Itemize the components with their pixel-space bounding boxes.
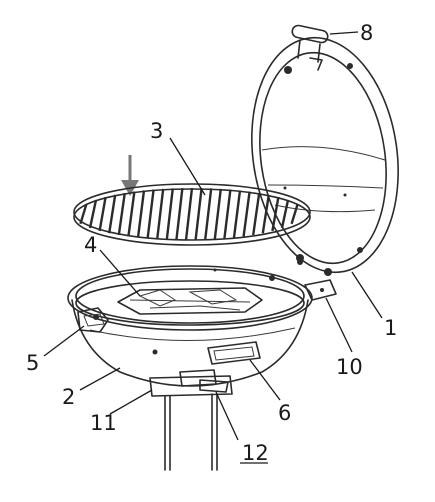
callout-12: 12 <box>242 441 269 465</box>
grate-bar <box>98 196 107 232</box>
grate-bar <box>175 187 184 241</box>
lid-handle <box>291 24 329 71</box>
grate-bar <box>108 194 117 234</box>
grate-bar <box>117 192 126 236</box>
charcoal-grate <box>117 287 263 315</box>
grate-bar <box>88 199 98 229</box>
callout-4: 4 <box>84 233 97 257</box>
grate-bar <box>271 196 280 232</box>
side-handle-right <box>207 341 261 365</box>
callout-10: 10 <box>336 355 363 379</box>
grate-bar <box>136 190 146 238</box>
callout-11: 11 <box>90 411 117 435</box>
grate-bar <box>127 191 136 237</box>
bowl <box>67 259 313 387</box>
lid <box>251 36 399 276</box>
hinge <box>304 279 337 301</box>
grate-bar <box>261 194 270 234</box>
callout-5: 5 <box>26 351 39 375</box>
callout-1: 1 <box>384 316 397 340</box>
cooking-grate <box>73 183 311 246</box>
side-handle-left <box>77 307 109 333</box>
callout-3: 3 <box>150 119 163 143</box>
grate-bar <box>146 189 155 239</box>
grate-bar <box>242 191 251 237</box>
grate-bar <box>232 190 242 238</box>
grate-bar <box>204 188 213 240</box>
grate-bar <box>194 187 203 241</box>
grate-bar <box>213 188 222 240</box>
grate-bar <box>290 203 299 225</box>
callout-6: 6 <box>278 401 291 425</box>
vent-lever <box>179 369 229 393</box>
callout-8: 8 <box>360 21 373 45</box>
grate-bar <box>79 203 88 225</box>
callout-2: 2 <box>62 385 75 409</box>
grate-bar <box>252 192 261 236</box>
grate-bar <box>280 199 290 229</box>
grate-bar <box>223 189 232 239</box>
grate-bar <box>184 187 194 241</box>
grate-bar <box>165 188 174 240</box>
leader-lines <box>43 31 383 464</box>
legs <box>164 393 218 471</box>
grate-bar <box>156 188 165 240</box>
